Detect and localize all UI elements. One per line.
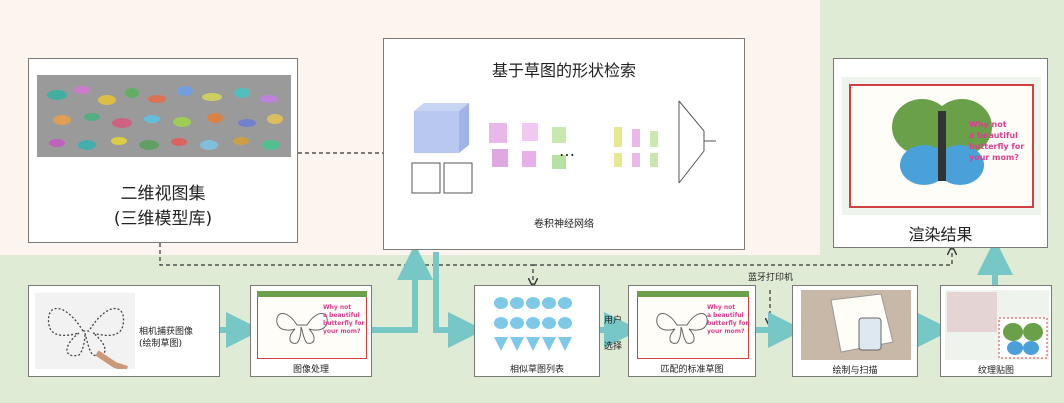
matched-caption: 匹配的标准草图 xyxy=(660,365,724,375)
image-processing-step: Why not a beautiful butterfly for your m… xyxy=(250,285,372,377)
texture-step: 纹理贴图 xyxy=(940,285,1052,377)
processed-card-image xyxy=(257,291,367,359)
dashed-library-to-list xyxy=(159,243,533,285)
model-library-image xyxy=(37,75,291,157)
dashed-to-render xyxy=(533,248,952,266)
multiview-title-line2: (三维模型库) xyxy=(113,209,213,229)
matched-card-image xyxy=(637,291,749,359)
camera-step: 相机捕获图像 (绘制草图) xyxy=(28,285,220,377)
processing-card-line-3: butterfly for xyxy=(323,320,365,327)
sketch-photo xyxy=(35,293,135,369)
similar-list-step: 相似草图列表 xyxy=(474,285,600,377)
render-panel: Why not a beautiful butterfly for your m… xyxy=(833,58,1048,248)
image-processing-caption: 图像处理 xyxy=(292,365,329,375)
similar-sketches-image xyxy=(483,291,583,359)
arrow-processing-to-cnn xyxy=(372,244,433,333)
cnn-caption: 卷积神经网络 xyxy=(534,219,594,230)
multiview-panel: 二维视图集 (三维模型库) xyxy=(28,58,298,243)
bluetooth-printer-label: 蓝牙打印机 xyxy=(748,273,794,283)
user-select-line1: 用户 xyxy=(604,316,623,326)
render-result-image xyxy=(842,77,1041,215)
user-select-line2: 选择 xyxy=(604,342,623,352)
retrieval-title: 基于草图的形状检索 xyxy=(491,61,636,80)
texture-image xyxy=(945,290,1049,360)
card-line-2: a beautiful xyxy=(969,131,1018,140)
draw-scan-caption: 绘制与扫描 xyxy=(832,366,878,376)
card-line-4: your mom? xyxy=(969,153,1019,162)
matched-card-line-4: your mom? xyxy=(707,328,745,335)
matched-sketch-step: Why not a beautiful butterfly for your m… xyxy=(628,285,756,377)
render-title: 渲染结果 xyxy=(908,225,973,244)
matched-card-line-2: a beautiful xyxy=(707,312,744,319)
processing-card-line-4: your mom? xyxy=(323,328,361,335)
multiview-title-line1: 二维视图集 xyxy=(120,184,206,204)
processing-card-line-1: Why not xyxy=(323,304,352,311)
texture-caption: 纹理贴图 xyxy=(977,366,1014,376)
matched-card-line-3: butterfly for xyxy=(707,320,749,327)
cnn-diagram xyxy=(411,100,716,194)
processing-card-line-2: a beautiful xyxy=(323,312,360,319)
draw-scan-step: 绘制与扫描 xyxy=(792,285,918,377)
arrow-cnn-to-list xyxy=(433,252,484,348)
matched-card-text: Why not a beautiful butterfly for your m… xyxy=(707,304,755,336)
retrieval-panel: 基于草图的形状检索 … 卷积神经网络 xyxy=(383,38,745,250)
cnn-ellipsis: … xyxy=(559,141,575,160)
card-line-1: Why not xyxy=(969,120,1007,129)
similar-list-caption: 相似草图列表 xyxy=(509,365,564,375)
camera-label-line2: (绘制草图) xyxy=(139,339,183,349)
camera-label-line1: 相机捕获图像 xyxy=(139,327,194,337)
processing-card-text: Why not a beautiful butterfly for your m… xyxy=(323,304,371,336)
card-line-3: butterfly for xyxy=(969,142,1025,151)
matched-card-line-1: Why not xyxy=(707,304,736,311)
draw-scan-photo xyxy=(801,290,911,360)
render-card-text: Why not a beautiful butterfly for your m… xyxy=(969,119,1039,163)
